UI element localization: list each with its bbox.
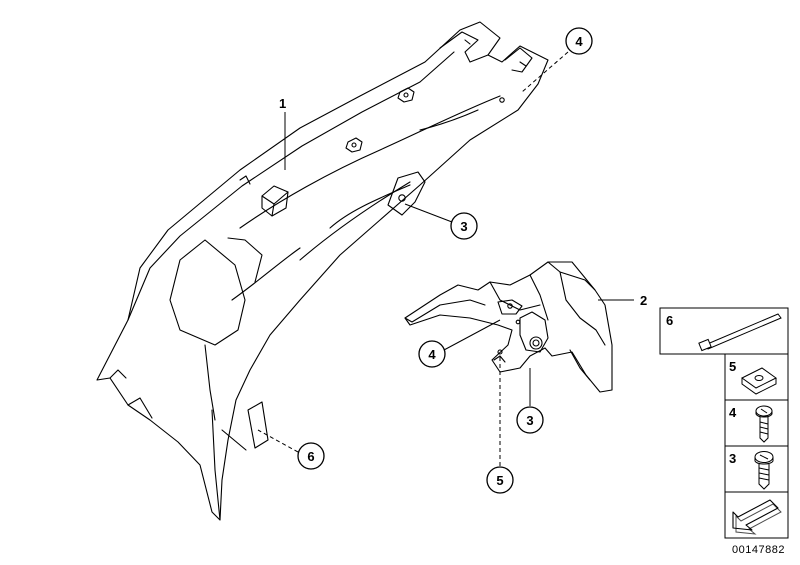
- callout-nut-4-bracket: 4: [418, 319, 501, 368]
- inner-fender-part: [96, 21, 549, 521]
- legend-arrow-box: [724, 491, 789, 539]
- callout-part-2: 2: [598, 293, 647, 308]
- clip-nut-icon: [741, 367, 777, 395]
- diagram-part-number: 00147882: [732, 544, 785, 556]
- callout-label: 6: [307, 449, 314, 464]
- callout-label: 4: [428, 347, 436, 362]
- legend-screw-short: 4: [724, 399, 789, 447]
- callout-screw-3-bracket: 3: [516, 368, 544, 434]
- legend-screw-long: 3: [724, 445, 789, 493]
- legend-label: 6: [666, 313, 673, 328]
- callout-label: 3: [460, 219, 467, 234]
- legend-label: 4: [729, 405, 737, 420]
- screw-short-icon: [755, 405, 773, 443]
- callout-clip-5-bracket: 5: [486, 356, 514, 494]
- legend-label: 5: [729, 359, 736, 374]
- callout-label: 1: [279, 96, 286, 111]
- callout-nut-4-main: 4: [521, 27, 593, 93]
- bracket-part: [404, 261, 613, 393]
- screw-long-icon: [754, 451, 774, 490]
- callout-label: 5: [496, 473, 503, 488]
- callout-label: 4: [575, 34, 583, 49]
- legend-label: 3: [729, 451, 736, 466]
- callout-part-1: 1: [279, 96, 286, 170]
- callout-label: 3: [526, 413, 533, 428]
- callout-clip-6-main: 6: [257, 429, 325, 470]
- callout-mount-3-main: 3: [404, 203, 478, 240]
- direction-arrow-icon: [732, 499, 782, 535]
- callout-label: 2: [640, 293, 647, 308]
- legend-clip-nut: 5: [724, 353, 789, 401]
- cable-tie-icon: [698, 313, 782, 352]
- legend-cable-tie: 6: [659, 307, 789, 355]
